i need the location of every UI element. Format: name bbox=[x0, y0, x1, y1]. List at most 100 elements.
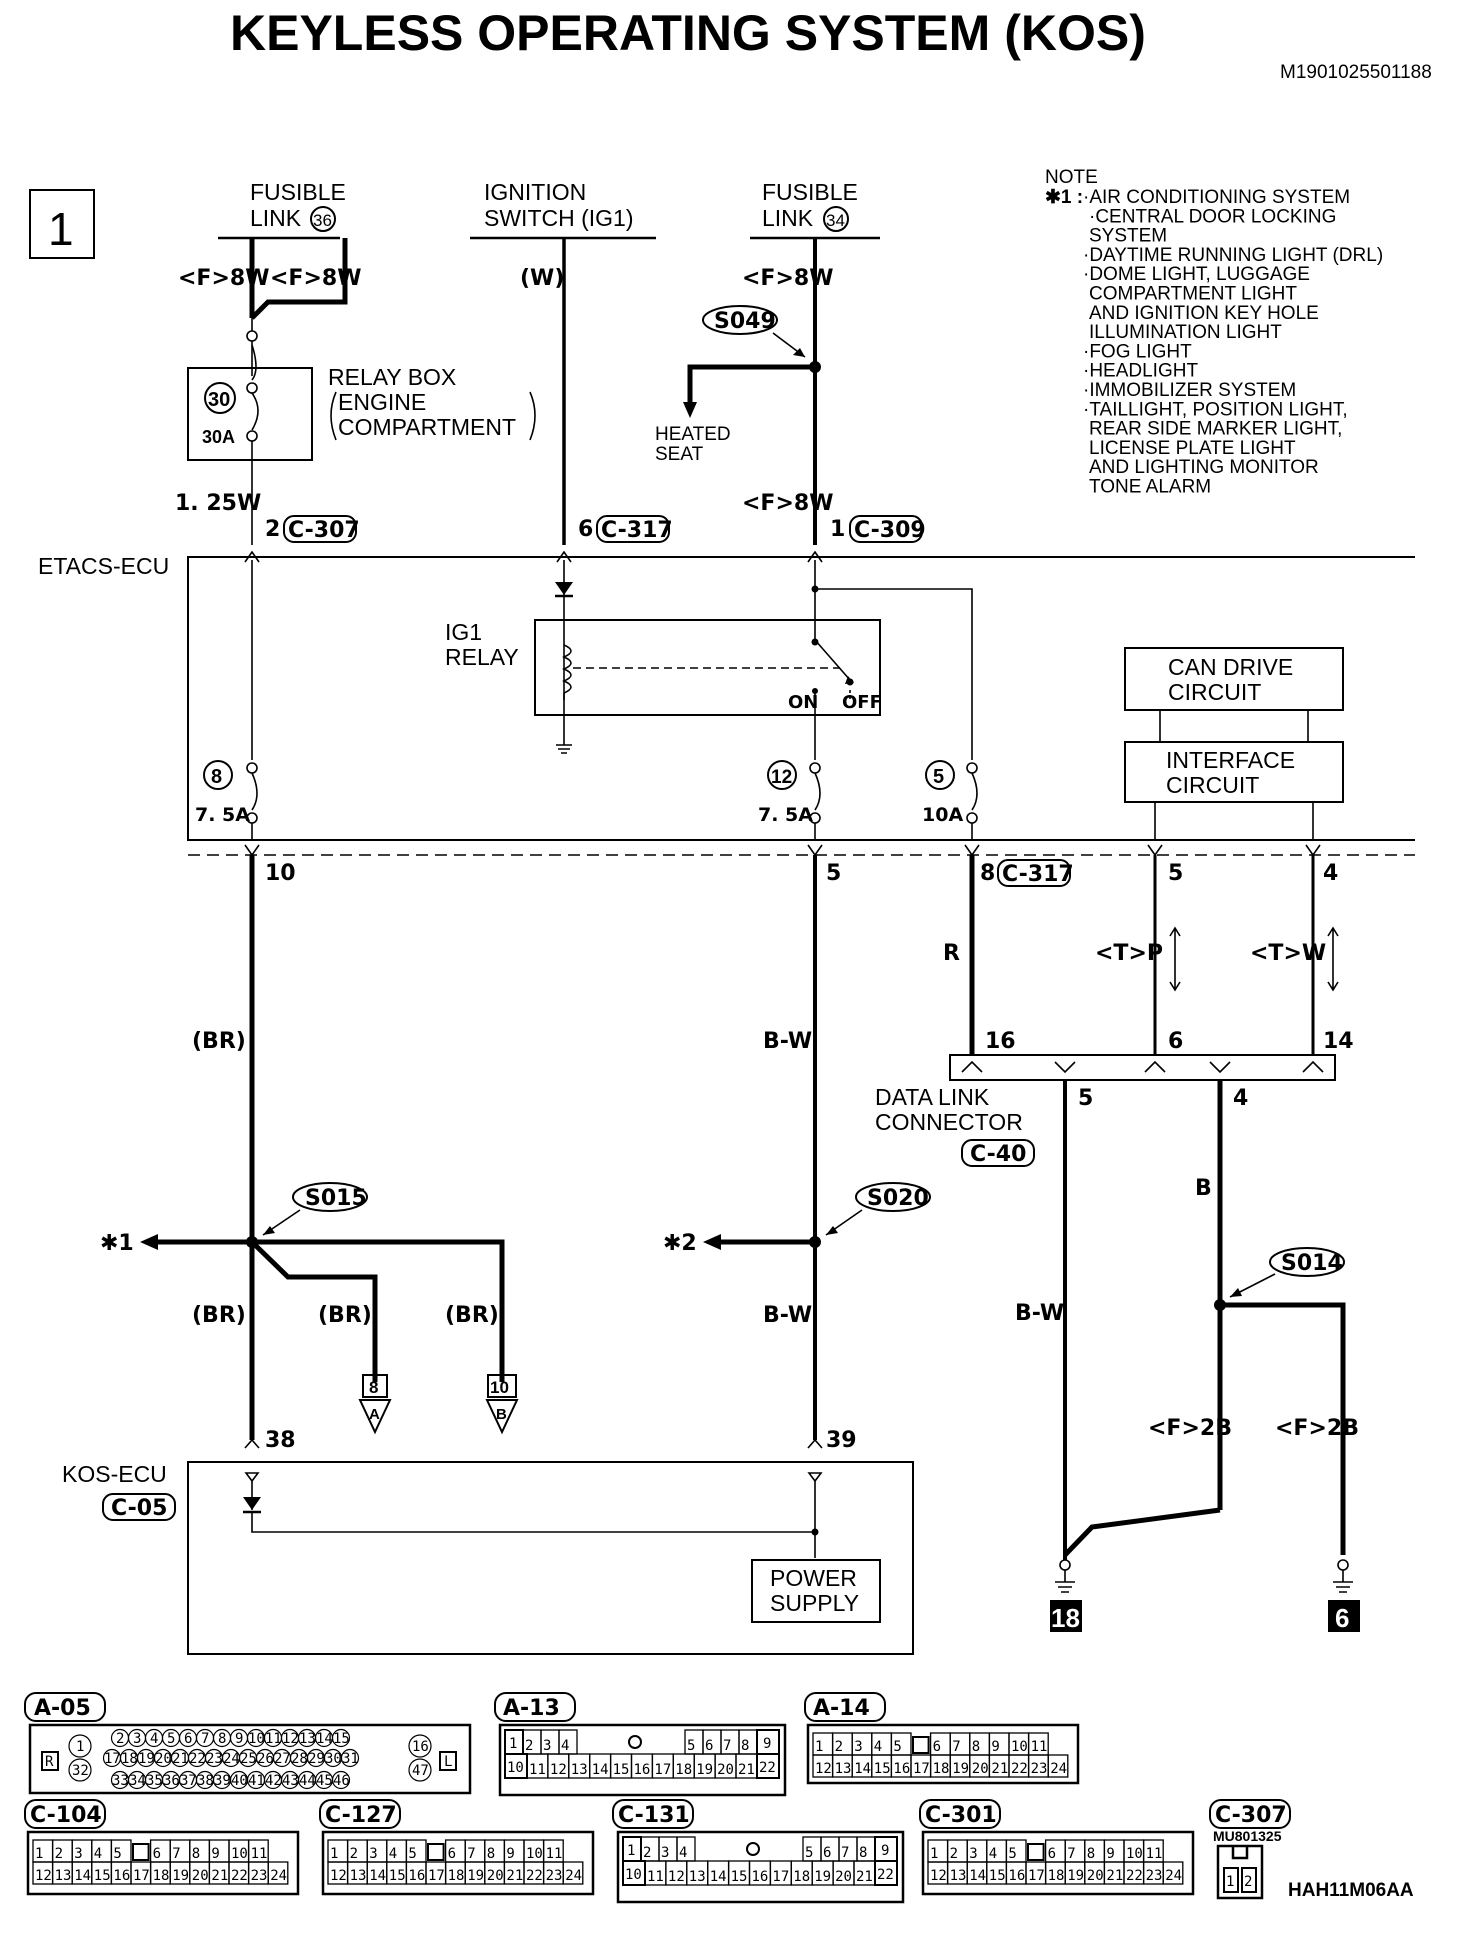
connector-pin: 20 bbox=[717, 1762, 734, 1778]
dlc-conn-label: C-40 bbox=[970, 1142, 1026, 1167]
document-id: M1901025501188 bbox=[1280, 62, 1432, 83]
connector-pin: 2 bbox=[950, 1846, 958, 1862]
data-link-connector-box bbox=[949, 1054, 1336, 1081]
connector-pin: 19 bbox=[952, 1761, 969, 1777]
ignition-switch-label: IGNITION bbox=[484, 179, 586, 205]
connector-c307: C-307 MU801325 1 2 bbox=[1209, 1799, 1291, 1900]
connector-pin: 11 bbox=[546, 1846, 563, 1862]
connector-pin: 21 bbox=[856, 1869, 873, 1885]
wire-label-125w: 1. 25W bbox=[175, 491, 261, 516]
connector-pin: 6 bbox=[823, 1845, 831, 1861]
wire-label-f8w-c: <F>8W bbox=[742, 266, 833, 291]
c307-pin-1: 1 bbox=[1226, 1874, 1234, 1890]
connector-pin: 17 bbox=[133, 1868, 150, 1884]
connector-pin: 19 bbox=[814, 1869, 831, 1885]
etacs-ecu-box bbox=[187, 556, 1415, 841]
note-item: ·AIR CONDITIONING SYSTEM bbox=[1083, 187, 1350, 208]
connector-pin: 22 bbox=[526, 1868, 543, 1884]
wire-label-br-3: (BR) bbox=[445, 1303, 499, 1328]
connector-pin: 36 bbox=[163, 1773, 180, 1789]
power-supply-box bbox=[751, 1559, 881, 1623]
wire-label-br-2: (BR) bbox=[318, 1303, 372, 1328]
connector-pin: 17 bbox=[654, 1762, 671, 1778]
connector-pin: 6 bbox=[448, 1846, 456, 1862]
ground-18-label: 18 bbox=[1051, 1603, 1080, 1633]
note-item: ·HEADLIGHT bbox=[1083, 361, 1198, 382]
heated-seat-label-2: SEAT bbox=[655, 444, 704, 465]
kos-ecu-label: KOS-ECU bbox=[62, 1461, 167, 1487]
connector-pin: 11 bbox=[265, 1731, 282, 1747]
connector-pin: 6 bbox=[933, 1739, 941, 1755]
etacs-out-c317-tag bbox=[997, 859, 1071, 887]
ref-a-box bbox=[362, 1374, 388, 1398]
wire-label-br-main: (BR) bbox=[192, 1029, 246, 1054]
connector-pin: 8 bbox=[192, 1846, 200, 1862]
connector-pin: 9 bbox=[991, 1739, 999, 1755]
connector-pin: 22 bbox=[759, 1760, 776, 1776]
can-drive-circuit-box bbox=[1124, 647, 1344, 711]
connector-pin: 16 bbox=[634, 1762, 651, 1778]
connector-pin: 6 bbox=[184, 1731, 192, 1747]
connector-pin: 12 bbox=[550, 1762, 567, 1778]
fusible-link-34-label-2: LINK bbox=[762, 205, 814, 231]
connector-pin: 47 bbox=[412, 1763, 429, 1779]
etacs-fuse-8-num: 8 bbox=[211, 766, 222, 788]
note-item: AND IGNITION KEY HOLE bbox=[1089, 303, 1319, 324]
connector-a05-left: R bbox=[45, 1754, 54, 1770]
connector-pin: 23 bbox=[1146, 1868, 1163, 1884]
connector-pin: 13 bbox=[689, 1869, 706, 1885]
relay-box-label-2: ENGINE bbox=[338, 389, 426, 415]
page-number-box bbox=[29, 189, 95, 259]
connector-pin: 10 bbox=[248, 1731, 265, 1747]
wire-label-bw-main: B-W bbox=[763, 1029, 812, 1054]
connector-pin: 14 bbox=[369, 1868, 386, 1884]
fusible-link-34-num: 34 bbox=[826, 211, 845, 230]
figure-id: HAH11M06AA bbox=[1288, 1880, 1414, 1901]
wire-label-f2b-b: <F>2B bbox=[1275, 1416, 1359, 1441]
note-item: ILLUMINATION LIGHT bbox=[1089, 322, 1282, 343]
power-supply-label: POWER bbox=[770, 1565, 857, 1591]
connector-pin: 12 bbox=[282, 1731, 299, 1747]
splice-s015 bbox=[292, 1182, 368, 1212]
etacs-out-8: 8 bbox=[980, 861, 995, 886]
etacs-out-10: 10 bbox=[265, 861, 296, 886]
connector-pin: 15 bbox=[94, 1868, 111, 1884]
dlc-label-2: CONNECTOR bbox=[875, 1109, 1023, 1135]
conn-c309-tag bbox=[849, 515, 923, 543]
etacs-fuse-12-badge bbox=[767, 760, 797, 790]
connector-pin: 7 bbox=[1067, 1846, 1075, 1862]
ground-18-box bbox=[1050, 1600, 1082, 1632]
connector-pin: 9 bbox=[881, 1843, 889, 1859]
connector-pin: 29 bbox=[308, 1751, 325, 1767]
connector-pin: 23 bbox=[251, 1868, 268, 1884]
can-drive-label-2: CIRCUIT bbox=[1168, 679, 1261, 705]
connector-pin: 4 bbox=[94, 1846, 102, 1862]
connector-pin: 21 bbox=[506, 1868, 523, 1884]
connector-pin: 21 bbox=[172, 1751, 189, 1767]
connector-pin: 7 bbox=[201, 1731, 209, 1747]
connector-pin: 20 bbox=[972, 1761, 989, 1777]
wire-label-f2b-a: <F>2B bbox=[1148, 1416, 1232, 1441]
splice-s014 bbox=[1269, 1247, 1345, 1277]
connector-pin: 17 bbox=[1028, 1868, 1045, 1884]
connector-pin: 14 bbox=[710, 1869, 727, 1885]
ig1-relay-on: ON bbox=[788, 692, 818, 713]
connector-pin: 11 bbox=[251, 1846, 268, 1862]
etacs-ecu-label: ETACS-ECU bbox=[38, 553, 169, 579]
connector-pin: 17 bbox=[104, 1751, 121, 1767]
note-item: TONE ALARM bbox=[1089, 477, 1211, 498]
dlc-pin-5: 5 bbox=[1078, 1086, 1093, 1111]
connector-pin: 1 bbox=[76, 1739, 84, 1755]
connector-pin: 4 bbox=[989, 1846, 997, 1862]
connector-pin: 8 bbox=[1087, 1846, 1095, 1862]
connector-pin: 16 bbox=[408, 1868, 425, 1884]
connector-pin: 6 bbox=[153, 1846, 161, 1862]
connector-pin: 3 bbox=[661, 1845, 669, 1861]
etacs-fuse-8-amp: 7. 5A bbox=[195, 804, 250, 826]
connector-pin: 18 bbox=[793, 1869, 810, 1885]
etacs-pin-1: 1 bbox=[830, 517, 845, 542]
etacs-pin-2: 2 bbox=[265, 517, 280, 542]
connector-c307-label: C-307 bbox=[1215, 1803, 1287, 1828]
